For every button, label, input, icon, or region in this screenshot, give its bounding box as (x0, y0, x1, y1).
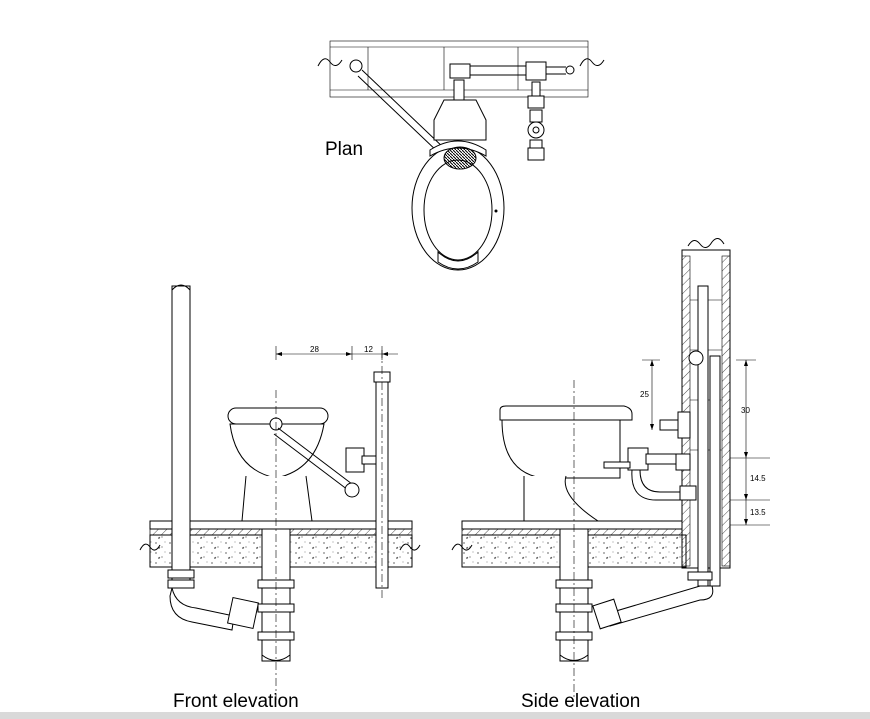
plan-drain-circle (349, 59, 363, 73)
plan-outlet-grate (443, 146, 477, 170)
side-floor-finish (461, 520, 683, 530)
side-dim-13-5: 13.5 (750, 508, 766, 517)
front-dim-12: 12 (364, 345, 373, 354)
side-dim-30: 30 (741, 406, 750, 415)
plan-bowl-inner (423, 159, 493, 261)
side-seat (499, 405, 633, 421)
front-drain-elbow (169, 587, 235, 631)
side-drain-branch (605, 585, 714, 627)
side-vent-pipe (697, 285, 709, 587)
side-elevation-view: 25 30 14.5 13.5 Side elevation (451, 238, 770, 712)
break-mark (317, 58, 343, 67)
front-vent-pipe (171, 285, 191, 589)
front-elevation-label: Front elevation (173, 691, 299, 712)
front-dim-28: 28 (310, 345, 319, 354)
side-dim-25: 25 (640, 390, 649, 399)
side-bowl (501, 419, 621, 479)
plan-valve (525, 61, 547, 81)
side-dim-14-5: 14.5 (750, 474, 766, 483)
plan-label: Plan (325, 139, 363, 160)
bottom-scroll-bar (0, 712, 870, 719)
side-pedestal (523, 475, 600, 522)
break-mark (579, 58, 605, 67)
plan-elbow (449, 63, 471, 79)
plan-tank (433, 99, 487, 141)
front-elevation-view: 28 12 Front elevation (139, 284, 421, 712)
side-elevation-label: Side elevation (521, 691, 640, 712)
side-supply-pipe (709, 355, 721, 587)
plan-view: Plan (317, 40, 605, 271)
front-bowl (229, 423, 325, 479)
front-pedestal (241, 475, 313, 522)
